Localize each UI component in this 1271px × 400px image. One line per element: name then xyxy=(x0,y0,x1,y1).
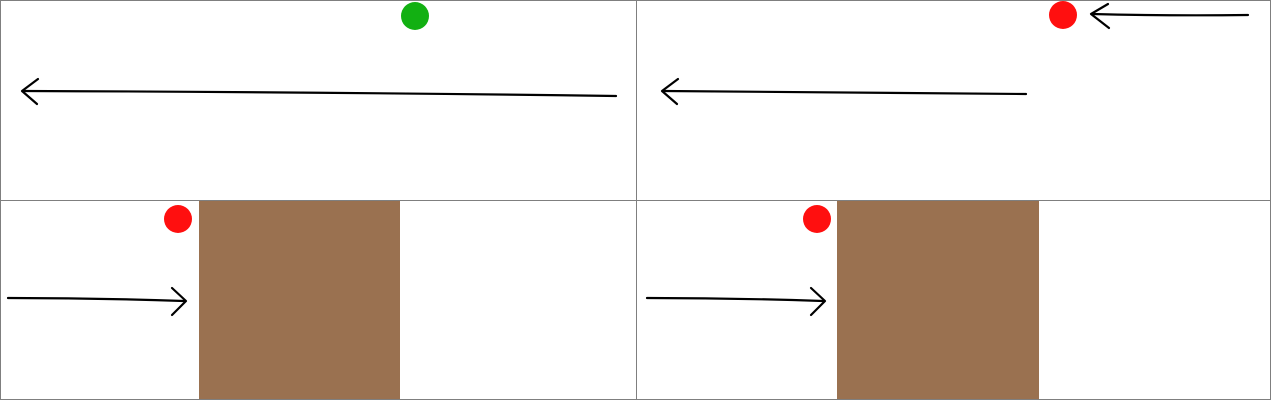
left-arrow xyxy=(660,77,1028,106)
right-arrow xyxy=(645,286,827,317)
red-dot-icon xyxy=(803,205,831,233)
panel-bottom-right xyxy=(645,201,1039,399)
right-arrow xyxy=(6,286,188,317)
red-dot-icon xyxy=(1049,1,1077,29)
brown-block xyxy=(837,201,1039,399)
left-arrow-to-dot xyxy=(1089,2,1250,30)
brown-block xyxy=(199,201,400,399)
left-arrow xyxy=(20,77,618,106)
panel-top-right xyxy=(660,1,1250,106)
red-dot-icon xyxy=(164,205,192,233)
panel-bottom-left xyxy=(6,201,400,399)
green-dot-icon xyxy=(401,2,429,30)
panel-top-left xyxy=(20,2,618,106)
